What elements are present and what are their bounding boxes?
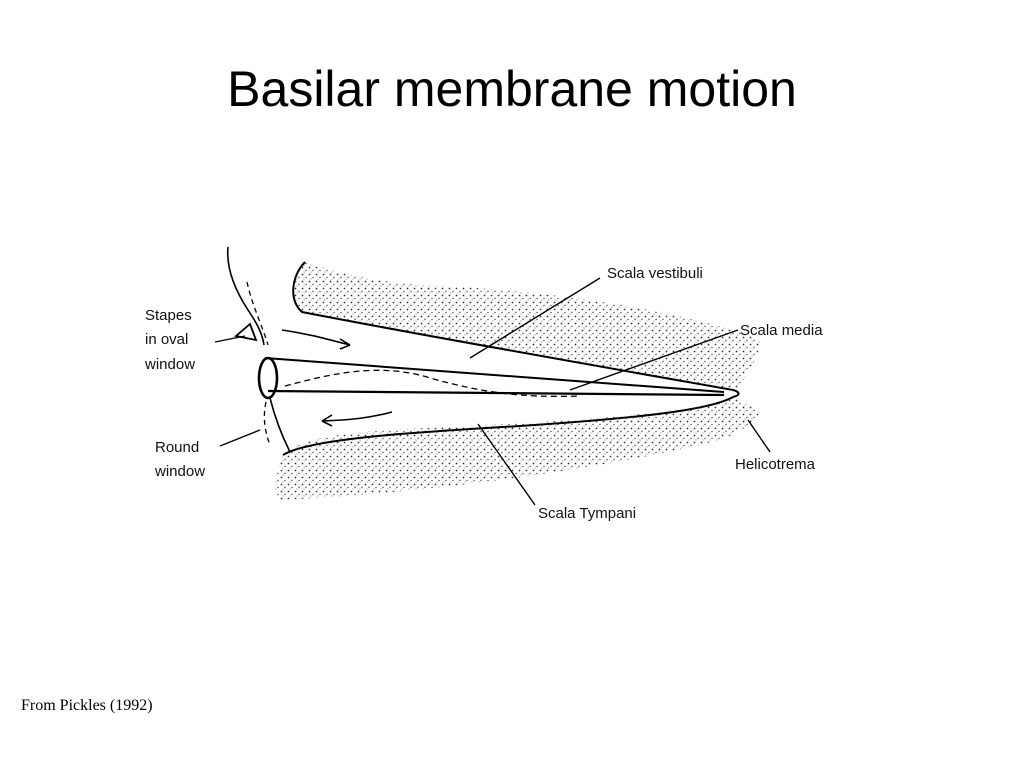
reissner-membrane — [264, 357, 725, 393]
label-stapes-2: in oval — [145, 331, 188, 348]
leader-stapes — [214, 335, 246, 343]
citation: From Pickles (1992) — [21, 697, 153, 714]
helicotrema-tip — [732, 389, 740, 398]
leader-scala-vestibuli — [469, 277, 601, 359]
leader-scala-tympani — [477, 423, 536, 506]
basilar-membrane — [267, 389, 725, 397]
label-stapes-3: window — [144, 356, 195, 373]
arrow-lower-flow — [321, 411, 393, 422]
label-helicotrema: Helicotrema — [735, 456, 816, 473]
upper-wall — [292, 261, 734, 391]
leader-round-window — [219, 429, 261, 447]
upper-bone-stipple — [293, 262, 760, 390]
round-window-dash — [263, 401, 271, 446]
slide-title: Basilar membrane motion — [227, 61, 797, 117]
label-stapes-1: Stapes — [145, 307, 192, 324]
arrow-upper-flow — [281, 329, 351, 346]
lower-wall — [282, 396, 734, 456]
label-scala-media: Scala media — [740, 322, 823, 339]
arrowhead-lower — [321, 414, 333, 427]
middle-ear-wall-upper — [226, 246, 265, 346]
label-round-1: Round — [155, 439, 199, 456]
arrowhead-upper — [339, 338, 351, 350]
label-scala-vestibuli: Scala vestibuli — [607, 265, 703, 282]
leader-scala-media — [569, 329, 739, 391]
middle-ear-wall-lower — [269, 397, 291, 453]
leader-helicotrema — [747, 419, 771, 453]
lower-bone-stipple — [275, 398, 760, 500]
label-scala-tympani: Scala Tympani — [538, 505, 636, 522]
stapes-shape — [234, 322, 258, 342]
label-round-2: window — [154, 463, 205, 480]
basilar-membrane-displaced — [284, 369, 581, 398]
